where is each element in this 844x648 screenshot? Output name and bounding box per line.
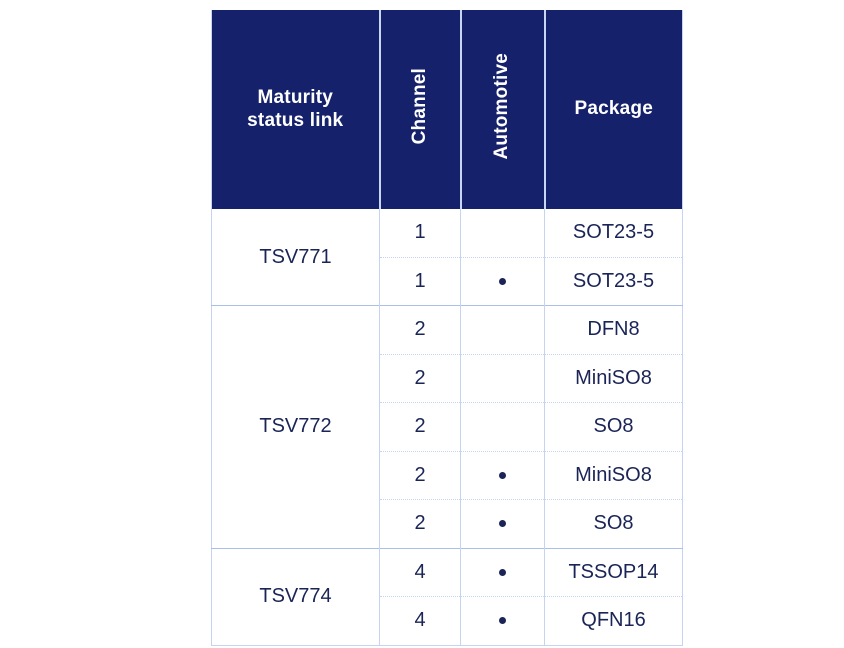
bullet-icon [499,277,506,285]
column-header-maturity-status-link: Maturity status link [211,10,381,209]
cell-automotive [460,305,545,355]
cell-channel: 2 [379,499,461,549]
table-row: TSV771 1 SOT23-5 [211,209,683,306]
product-link-tsv772[interactable]: TSV772 [211,305,380,549]
cell-automotive [460,402,545,452]
cell-package: SO8 [544,402,683,452]
table-row: 2 SO8 [212,402,683,452]
column-header-package: Package [544,10,683,209]
product-link-tsv771[interactable]: TSV771 [211,209,380,306]
cell-package: QFN16 [544,596,683,645]
column-header-channel-label: Channel [408,68,430,145]
cell-package: MiniSO8 [544,451,683,500]
cell-channel: 4 [379,596,461,645]
header-row: Maturity status link Channel Automotive … [211,10,683,209]
product-link-tsv774[interactable]: TSV774 [211,547,380,646]
cell-automotive-marked [460,257,545,306]
cell-channel: 4 [379,547,461,597]
table-row: TSV772 2 DFN8 [211,305,683,549]
table-row: TSV774 4 TSSOP14 [211,547,683,646]
cell-automotive [460,209,545,258]
cell-channel: 1 [379,257,461,306]
column-header-channel: Channel [379,10,462,209]
table-row: 2 MiniSO8 [212,451,683,500]
bullet-icon [499,568,506,576]
table-row: 2 SO8 [212,499,683,549]
cell-automotive-marked [460,499,545,549]
product-comparison-table: Maturity status link Channel Automotive … [211,10,683,646]
column-header-package-label: Package [574,98,653,120]
cell-channel: 1 [379,209,461,258]
cell-package: SOT23-5 [544,257,683,306]
cell-package: TSSOP14 [544,547,683,597]
table-row: 4 QFN16 [212,596,683,645]
table-header: Maturity status link Channel Automotive … [211,10,683,209]
cell-automotive-marked [460,547,545,597]
cell-channel: 2 [379,354,461,403]
cell-channel: 2 [379,402,461,452]
cell-automotive-marked [460,451,545,500]
table-body: TSV771 1 SOT23-5 1 SOT23-5 TSV772 2 DFN8… [211,209,683,646]
bullet-icon [499,471,506,479]
table-row: 1 SOT23-5 [212,257,683,306]
cell-package: MiniSO8 [544,354,683,403]
column-header-automotive: Automotive [460,10,546,209]
cell-channel: 2 [379,305,461,355]
cell-automotive [460,354,545,403]
cell-package: SO8 [544,499,683,549]
table-row: 2 MiniSO8 [212,354,683,403]
cell-channel: 2 [379,451,461,500]
column-header-maturity-status-link-label: Maturity status link [247,87,344,131]
cell-automotive-marked [460,596,545,645]
bullet-icon [499,520,506,528]
bullet-icon [499,617,506,625]
cell-package: SOT23-5 [544,209,683,258]
cell-package: DFN8 [544,305,683,355]
column-header-automotive-label: Automotive [491,53,513,160]
